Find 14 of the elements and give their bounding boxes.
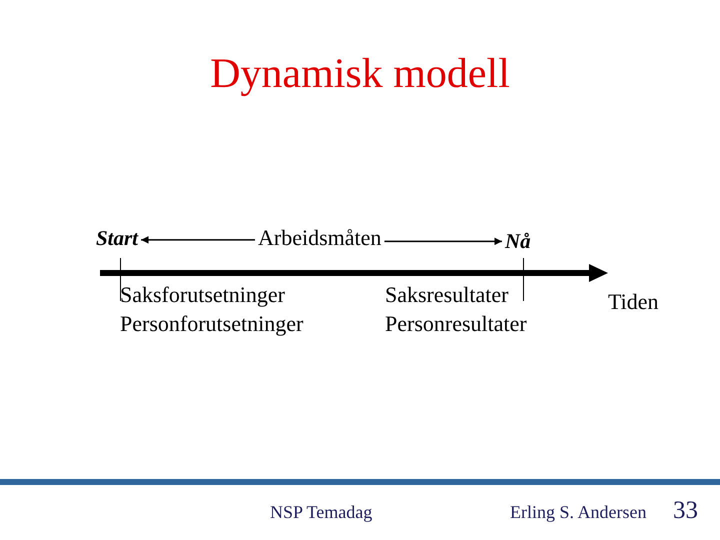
time-point-label: Start [96, 226, 138, 250]
slide-title: Dynamisk modell [210, 50, 510, 98]
term-label: Saksresultater [385, 282, 508, 308]
term-label: Personresultater [385, 311, 527, 336]
phase-label: Arbeidsmåten [258, 225, 382, 250]
page-number: 33 [673, 497, 698, 526]
arrow [384, 238, 502, 246]
term-label: Personforutsetninger [120, 311, 304, 336]
footer-text: NSP Temadag [270, 502, 372, 523]
time-point-label: Nå [505, 229, 531, 254]
term-label: Saksforutsetninger [120, 282, 285, 308]
arrow [141, 236, 255, 244]
author-name: Erling S. Andersen [510, 502, 646, 523]
axis-label: Tiden [608, 289, 659, 314]
